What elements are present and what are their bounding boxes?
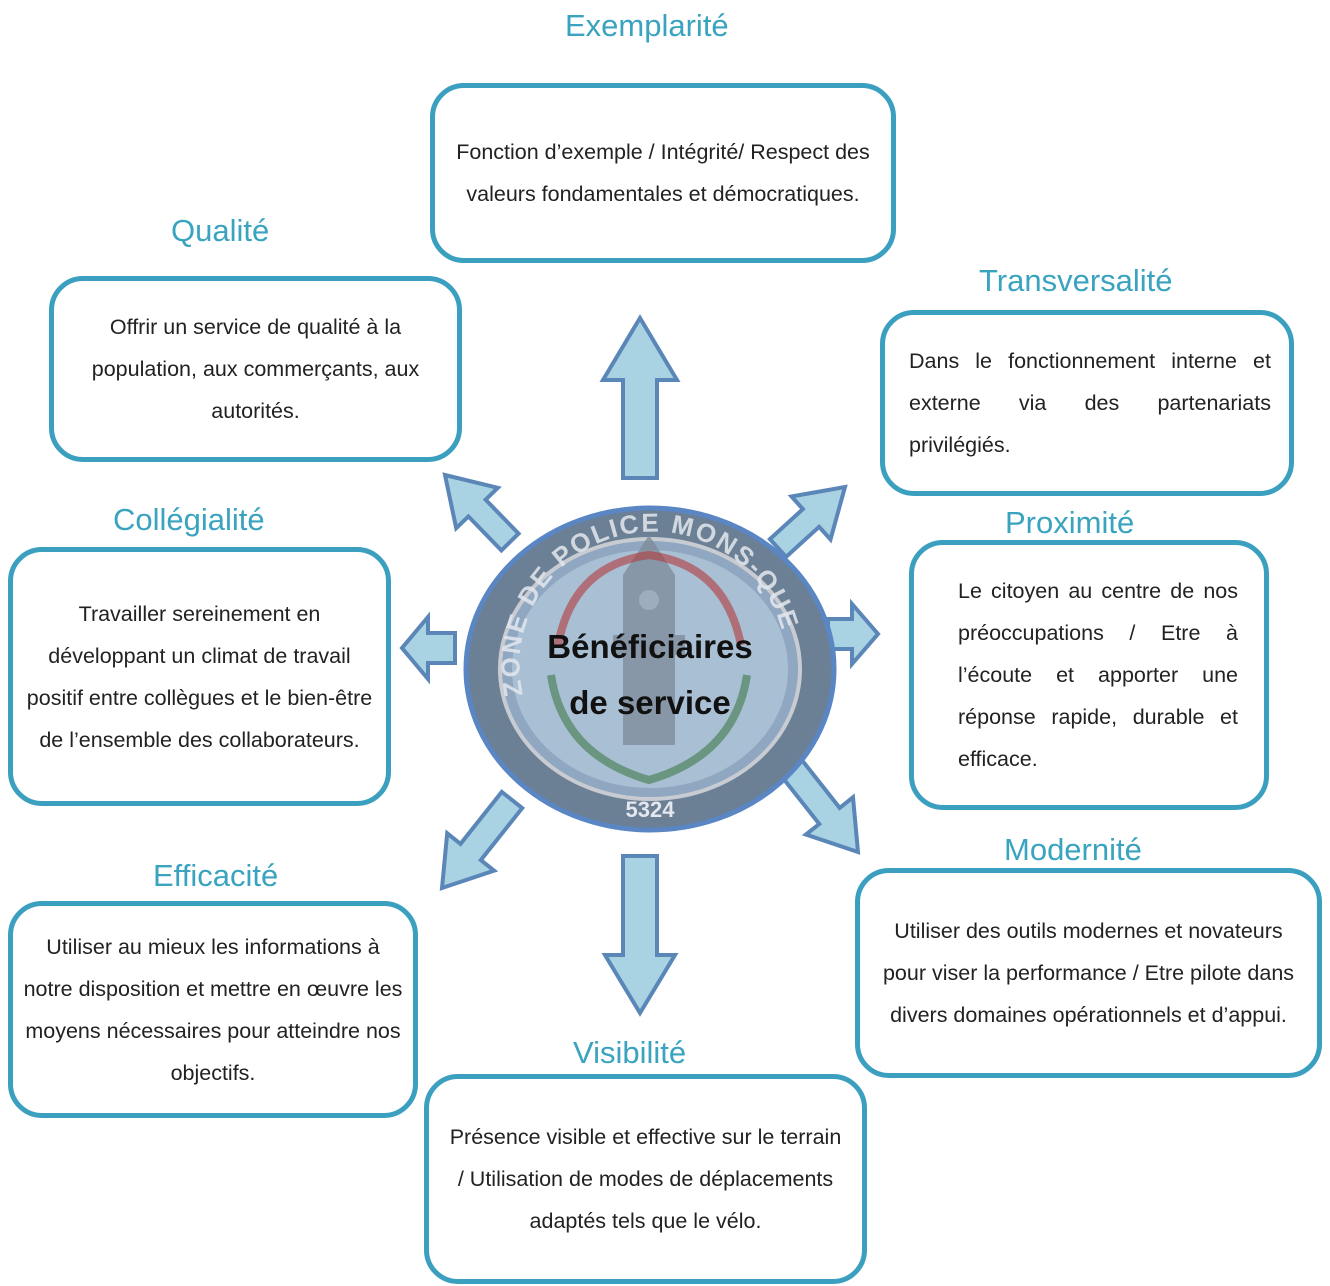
efficacite-box: Utiliser au mieux les informations à not…	[8, 901, 418, 1118]
center-title-line2: de service	[569, 684, 731, 721]
transversalite-text: Dans le fonctionnement interne et extern…	[909, 349, 1271, 457]
collegialite-text: Travailler sereinement en développant un…	[26, 601, 373, 752]
efficacite-text: Utiliser au mieux les informations à not…	[23, 934, 403, 1085]
wreath-red-icon	[554, 550, 745, 646]
visibilite-title: Visibilité	[573, 1035, 687, 1070]
center-title-line1: Bénéficiaires	[547, 628, 753, 665]
collegialite-title: Collégialité	[113, 502, 265, 537]
visibilite-text: Présence visible et effective sur le ter…	[449, 1125, 842, 1233]
proximite-text: Le citoyen au centre de nos préoccupatio…	[958, 579, 1238, 771]
arrow-downright-modernite	[776, 755, 861, 855]
collegialite-box: Travailler sereinement en développant un…	[8, 547, 391, 806]
police-emblem: ZONE DE POLICE MONS-QUEVY 5324	[463, 505, 837, 833]
proximite-title: Proximité	[1005, 505, 1135, 540]
exemplarite-text: Fonction d’exemple / Intégrité/ Respect …	[456, 140, 870, 206]
modernite-text: Utiliser des outils modernes et novateur…	[882, 919, 1295, 1027]
visibilite-box: Présence visible et effective sur le ter…	[424, 1074, 867, 1284]
proximite-box: Le citoyen au centre de nos préoccupatio…	[909, 540, 1269, 810]
arrow-right-proximite	[826, 598, 881, 670]
belfry-tower-icon	[613, 535, 685, 745]
arrow-upleft-qualite	[442, 472, 522, 554]
emblem-number: 5324	[626, 797, 676, 822]
arrow-upright-transversalite	[767, 484, 848, 560]
arrow-downleft-efficacite	[439, 789, 526, 891]
qualite-title: Qualité	[171, 213, 270, 248]
wreath-green-icon	[547, 674, 751, 785]
modernite-title: Modernité	[1004, 832, 1142, 867]
transversalite-title: Transversalité	[979, 263, 1173, 298]
exemplarite-box: Fonction d’exemple / Intégrité/ Respect …	[430, 83, 896, 263]
modernite-box: Utiliser des outils modernes et novateur…	[855, 868, 1322, 1078]
arrow-up-exemplarite	[599, 314, 681, 480]
transversalite-box: Dans le fonctionnement interne et extern…	[880, 310, 1294, 496]
arrow-left-collegialite	[399, 611, 457, 685]
qualite-text: Offrir un service de qualité à la popula…	[91, 315, 420, 423]
exemplarite-title: Exemplarité	[565, 8, 729, 43]
qualite-box: Offrir un service de qualité à la popula…	[49, 276, 462, 462]
arrow-down-visibilite	[601, 854, 679, 1017]
efficacite-title: Efficacité	[153, 858, 279, 893]
